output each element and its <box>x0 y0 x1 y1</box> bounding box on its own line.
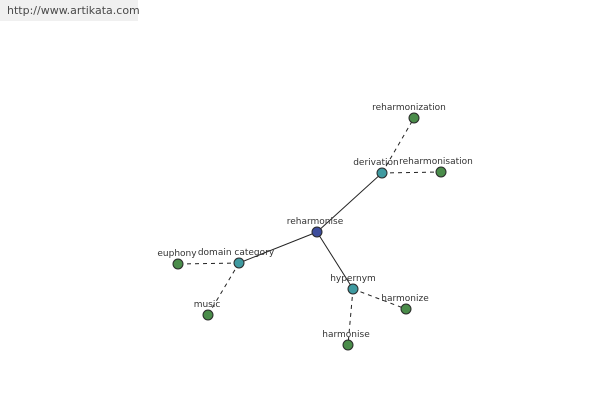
edge-reharmonise-derivation <box>316 172 383 233</box>
node-harmonize[interactable] <box>400 303 412 315</box>
label-derivation: derivation <box>353 158 399 168</box>
edge-reharmonise-domain-category <box>238 231 318 264</box>
label-reharmonise: reharmonise <box>287 217 344 227</box>
label-reharmonisation: reharmonisation <box>399 157 473 167</box>
node-reharmonization[interactable] <box>408 112 420 124</box>
node-harmonise[interactable] <box>342 339 354 351</box>
node-euphony[interactable] <box>172 258 184 270</box>
node-derivation[interactable] <box>376 167 388 179</box>
node-reharmonise[interactable] <box>311 226 323 238</box>
label-harmonise: harmonise <box>322 330 370 340</box>
edge-hypernym-harmonise <box>347 288 354 346</box>
label-domain-category: domain category <box>198 248 275 258</box>
node-domain-category[interactable] <box>233 257 245 269</box>
url-banner: http://www.artikata.com <box>0 0 140 21</box>
label-music: music <box>194 300 221 310</box>
edge-domain-category-music <box>207 262 240 316</box>
label-harmonize: harmonize <box>381 294 429 304</box>
label-hypernym: hypernym <box>330 274 376 284</box>
label-euphony: euphony <box>157 249 197 259</box>
edge-domain-category-euphony <box>177 262 240 265</box>
label-reharmonization: reharmonization <box>372 103 446 113</box>
node-music[interactable] <box>202 309 214 321</box>
edge-derivation-reharmonization <box>381 117 415 174</box>
edge-hypernym-harmonize <box>352 288 407 310</box>
node-hypernym[interactable] <box>347 283 359 295</box>
edge-derivation-reharmonisation <box>381 171 442 174</box>
site-url-link[interactable]: http://www.artikata.com <box>7 4 140 17</box>
edge-reharmonise-hypernym <box>316 231 354 290</box>
node-reharmonisation[interactable] <box>435 166 447 178</box>
